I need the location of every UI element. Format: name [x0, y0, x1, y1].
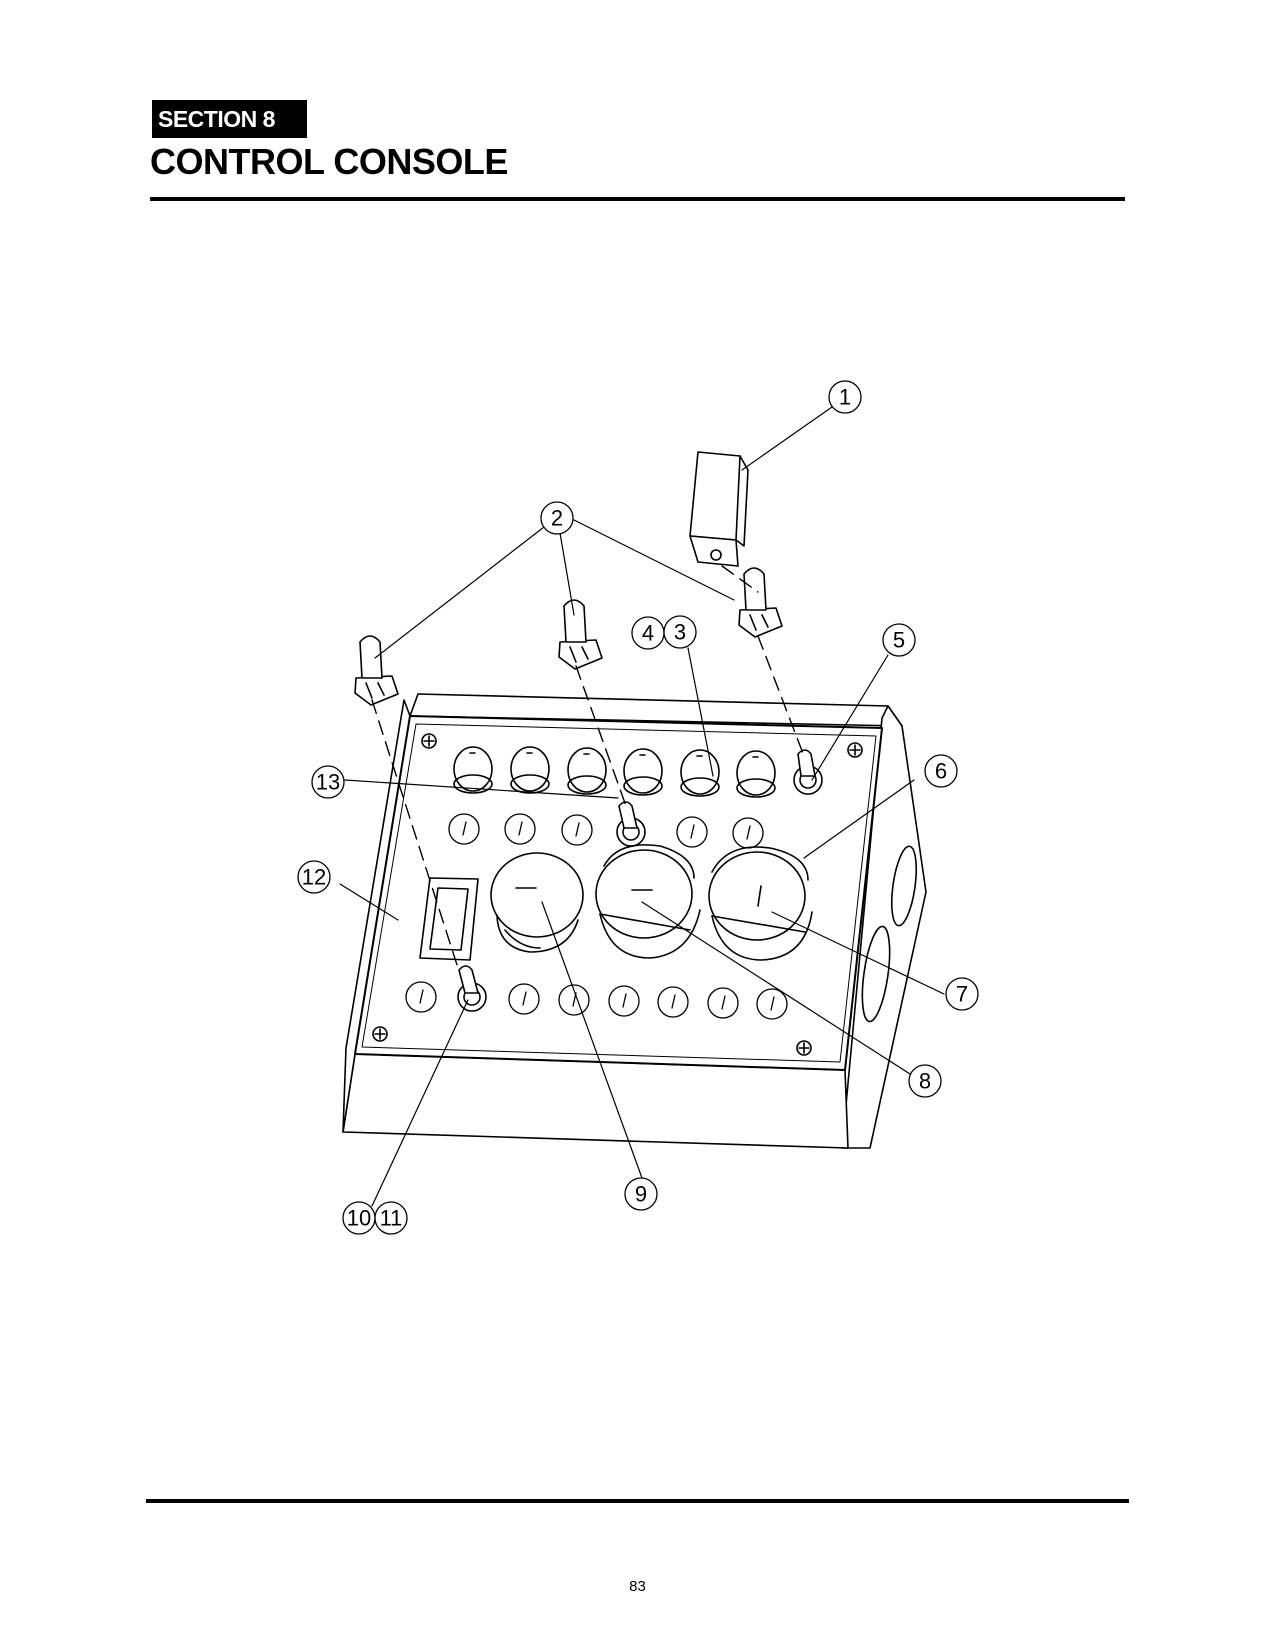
exploded-toggle-right [738, 567, 783, 638]
header-rule [150, 197, 1125, 201]
callout-4: 4 [642, 621, 654, 646]
indicator-row-lower [405, 981, 788, 1020]
section-label: SECTION 8 [152, 100, 307, 138]
callout-9: 9 [635, 1182, 647, 1207]
callout-3: 3 [674, 620, 686, 645]
callout-13: 13 [316, 770, 340, 795]
knob-row [453, 746, 776, 798]
callout-8: 8 [919, 1069, 931, 1094]
leader-lines [339, 406, 945, 1207]
breaker-12 [419, 877, 479, 961]
toggle-switch-5 [793, 749, 823, 795]
gauge-7 [708, 846, 813, 961]
indicator-row-upper [448, 813, 764, 849]
page-title: CONTROL CONSOLE [150, 141, 508, 182]
callout-10: 10 [347, 1206, 371, 1231]
page-number: 83 [629, 1578, 646, 1595]
toggle-switch-10-11 [457, 965, 487, 1012]
toggle-switch-13 [616, 801, 646, 847]
footer-rule [146, 1499, 1129, 1503]
alignment-lines [371, 565, 805, 969]
gauge-9 [490, 852, 584, 953]
exploded-toggle-left [354, 635, 399, 706]
console-box [342, 693, 927, 1149]
callout-circles [297, 380, 979, 1235]
callout-12: 12 [302, 865, 326, 890]
callout-6: 6 [935, 759, 947, 784]
gauge-8 [595, 844, 701, 959]
switch-guard-1 [689, 451, 749, 567]
callout-2: 2 [551, 506, 563, 531]
callout-5: 5 [893, 628, 905, 653]
exploded-toggle-middle [558, 599, 603, 670]
callout-11: 11 [380, 1206, 403, 1231]
screw-icons [372, 733, 863, 1056]
callout-7: 7 [956, 982, 968, 1007]
callout-1: 1 [839, 385, 851, 410]
callout-numbers: 1 2 4 3 5 6 7 8 9 10 11 12 13 [302, 385, 968, 1231]
